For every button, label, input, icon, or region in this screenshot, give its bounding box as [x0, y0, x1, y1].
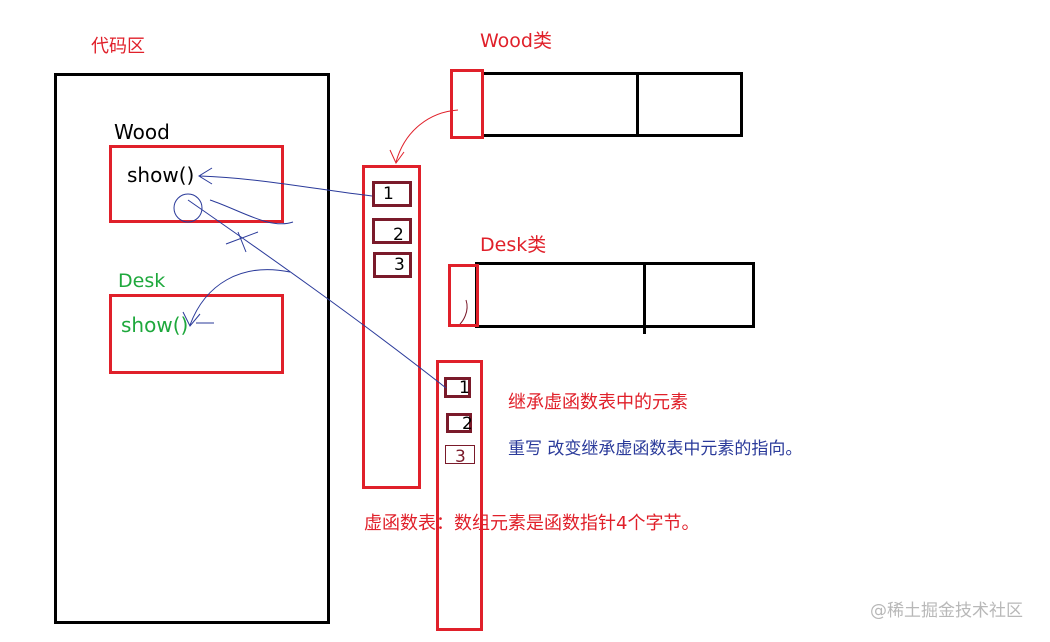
desk-object-divider	[643, 262, 646, 334]
wood-vptr-cell	[450, 69, 484, 139]
wood-show-method: show()	[127, 163, 195, 187]
wood-vtable-slot-2: 2	[372, 218, 412, 244]
old-pointer-scribble	[173, 193, 203, 223]
desk-label: Desk	[118, 270, 166, 292]
wood-class-title: Wood类	[480, 30, 552, 52]
wood-vptr-arrow	[395, 109, 459, 163]
wood-object-divider	[636, 72, 639, 137]
desk-slot1-old-pointer	[187, 199, 447, 389]
wood-vtable	[362, 165, 421, 489]
desk-class-title: Desk类	[480, 234, 547, 256]
desk-show-method: show()	[121, 313, 189, 337]
desk-show-arrow	[189, 269, 291, 326]
desk-vtable-slot-3: 3	[445, 445, 475, 466]
wood-vtable-slot-1: 1	[372, 181, 412, 207]
old-pointer-cross	[225, 231, 259, 253]
wood-show-left-arrow	[209, 199, 294, 225]
desk-show-arrowhead	[182, 311, 201, 327]
code-area-box	[54, 73, 330, 624]
watermark: @稀土掘金技术社区	[870, 601, 1023, 621]
wood-slot1-arrowhead	[198, 167, 213, 185]
desk-vptr-cell	[448, 264, 479, 327]
desk-show-box	[109, 294, 284, 374]
desk-vtable	[436, 360, 483, 631]
desk-vtable-slot-2: 2	[446, 413, 473, 433]
wood-vtable-slot-3: 3	[373, 252, 412, 278]
code-area-title: 代码区	[91, 36, 145, 57]
desk-vptr-arrow	[459, 299, 468, 325]
wood-label: Wood	[114, 120, 170, 144]
wood-slot1-arrow	[199, 175, 373, 197]
note-override: 重写 改变继承虚函数表中元素的指向。	[508, 439, 803, 459]
note-inherit: 继承虚函数表中的元素	[508, 392, 688, 413]
note-vtable-desc: 虚函数表：数组元素是函数指针4个字节。	[364, 513, 700, 534]
wood-vptr-arrowhead	[389, 149, 405, 164]
